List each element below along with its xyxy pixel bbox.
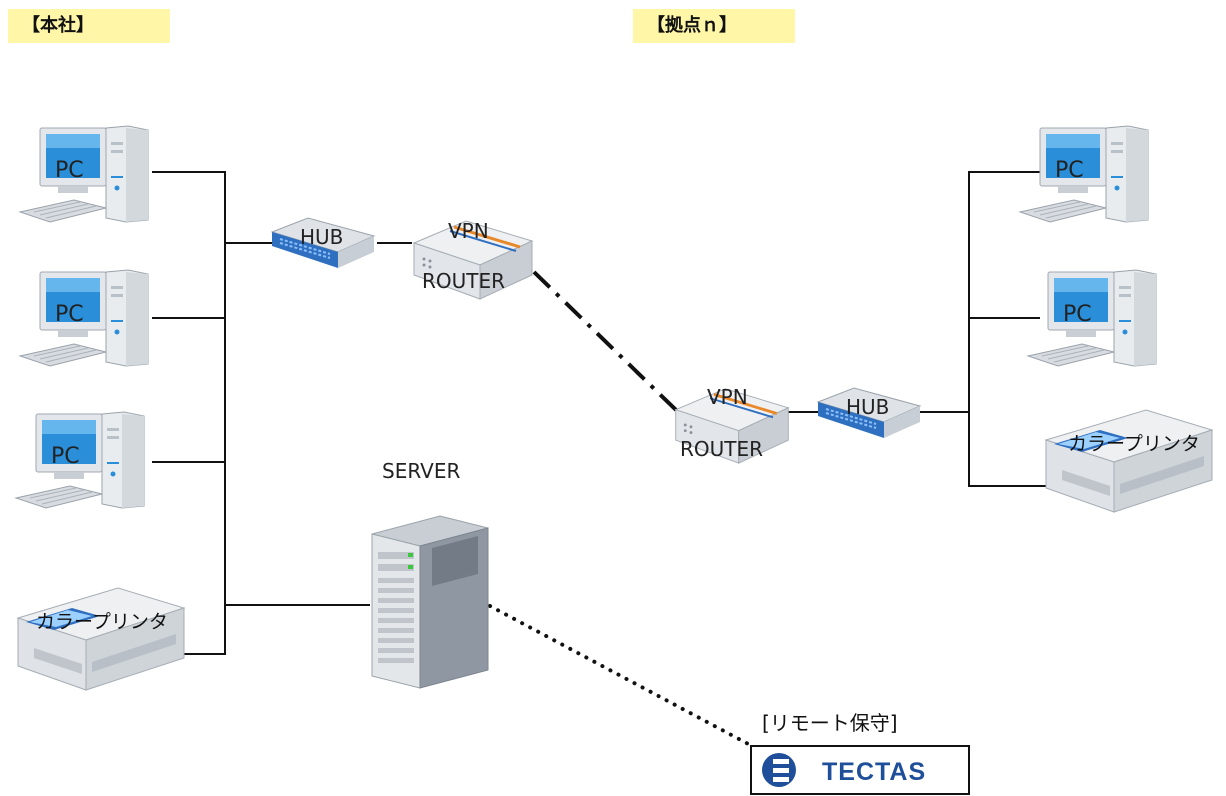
branch-pc-1-label: PC [1055, 158, 1084, 183]
pc-icon [15, 411, 145, 509]
branch-pc-2: PC [1027, 269, 1157, 367]
hq-vpn-router: VPN ROUTER [412, 219, 534, 301]
hq-router-label-line1: VPN [448, 219, 489, 243]
pc-icon [19, 269, 149, 367]
branch-hub: HUB [816, 386, 922, 440]
hq-pc-2-label: PC [55, 302, 84, 327]
tectas-logo-icon [762, 753, 796, 787]
hq-hub: HUB [270, 216, 376, 270]
branch-pc-2-label: PC [1063, 302, 1092, 327]
remote-maintenance-line [488, 604, 754, 748]
remote-maintenance-label: [リモート保守] [762, 711, 898, 735]
printer-icon [1045, 409, 1213, 513]
site-tag-branch: 【拠点ｎ】 [633, 9, 795, 43]
hq-pc-1: PC [19, 125, 149, 223]
branch-pc-1: PC [1019, 125, 1149, 223]
branch-router-label-line2: ROUTER [680, 437, 763, 461]
hq-pc-3: PC [15, 411, 145, 509]
branch-printer: カラープリンタ [1045, 409, 1213, 513]
branch-backbone [786, 171, 1046, 487]
hq-hub-label: HUB [300, 225, 343, 249]
hq-server: SERVER [371, 459, 489, 689]
hq-pc-3-label: PC [51, 444, 80, 469]
pc-icon [1027, 269, 1157, 367]
pc-icon [19, 125, 149, 223]
hq-printer-label: カラープリンタ [36, 611, 168, 633]
site-tag-headquarters: 【本社】 [8, 9, 170, 43]
hq-router-label-line2: ROUTER [422, 269, 505, 293]
branch-printer-label: カラープリンタ [1068, 433, 1200, 455]
pc-icon [1019, 125, 1149, 223]
hq-printer: カラープリンタ [17, 587, 185, 691]
printer-icon [17, 587, 185, 691]
branch-router-label-line1: VPN [707, 385, 748, 409]
tectas-logo-text: TECTAS [822, 758, 926, 786]
server-label: SERVER [382, 459, 460, 483]
remote-maintenance: [リモート保守] TECTAS [750, 711, 970, 795]
hq-pc-2: PC [19, 269, 149, 367]
vpn-tunnel-line [532, 270, 678, 412]
branch-hub-label: HUB [846, 395, 889, 419]
hq-backbone [152, 171, 412, 655]
hq-pc-1-label: PC [55, 158, 84, 183]
branch-vpn-router: VPN ROUTER [674, 385, 790, 465]
server-icon [371, 515, 489, 689]
